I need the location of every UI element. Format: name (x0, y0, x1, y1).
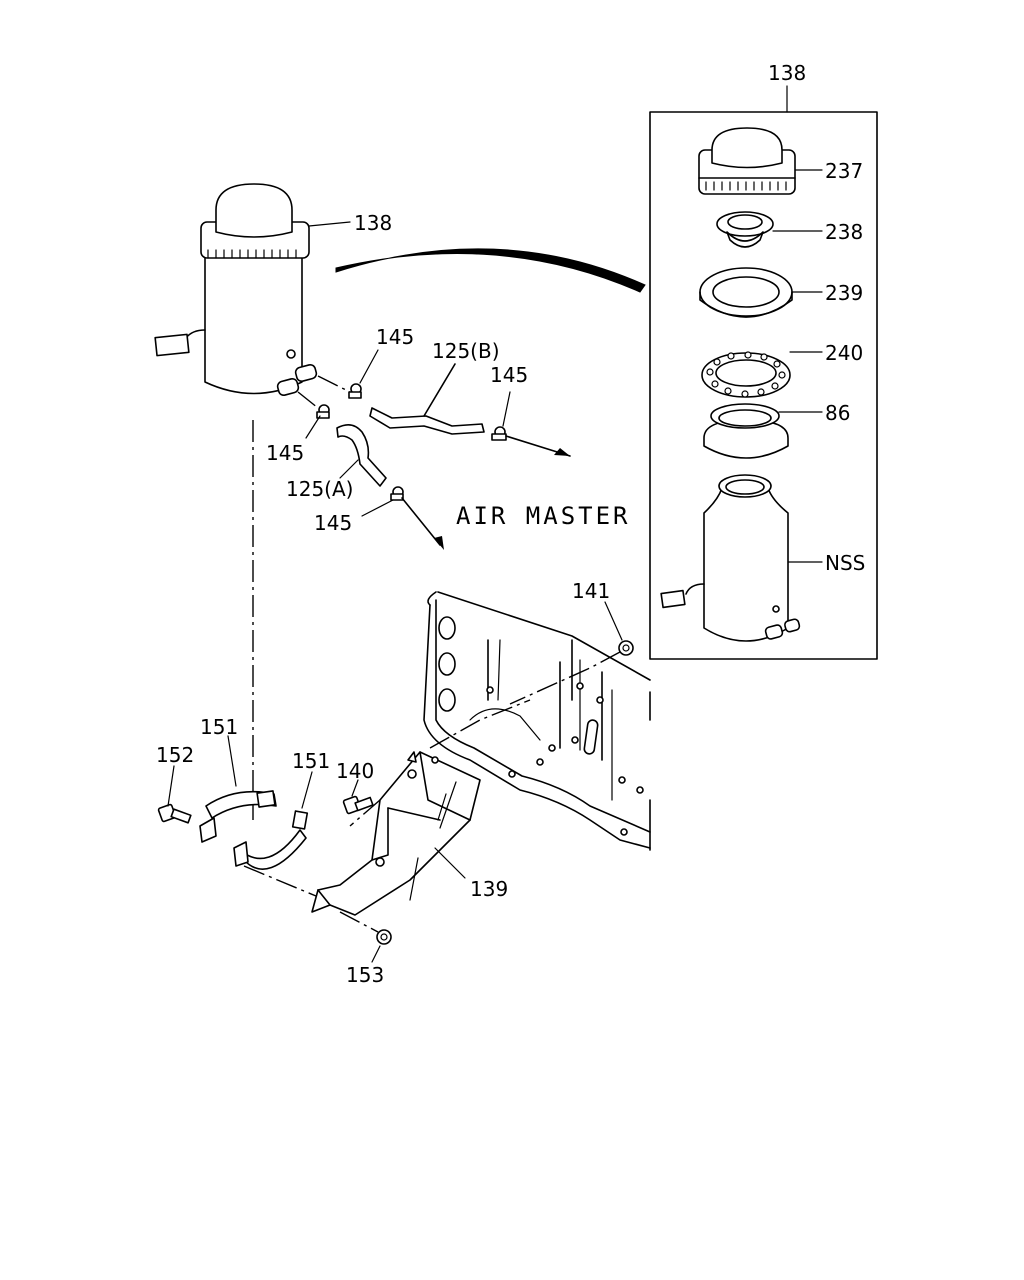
label-bolt-left: 152 (156, 743, 194, 767)
label-clip-left: 145 (266, 441, 304, 465)
tank-part (154, 183, 351, 397)
bracket-139 (311, 699, 531, 916)
label-bracket: 139 (470, 877, 508, 901)
detail-ring-part (699, 267, 823, 318)
bolt-140 (342, 779, 374, 815)
vehicle-frame (423, 591, 651, 851)
label-band-right: 151 (292, 749, 330, 773)
label-nut-bottom: 153 (346, 963, 384, 987)
label-detail-collar: 86 (825, 401, 850, 425)
bolt-152 (157, 765, 192, 824)
label-detail-ring: 239 (825, 281, 863, 305)
label-detail-seal: 238 (825, 220, 863, 244)
nut-141 (509, 601, 634, 705)
label-air-master: AIR MASTER (456, 502, 631, 530)
label-tank: 138 (354, 211, 392, 235)
label-detail-cap: 237 (825, 159, 863, 183)
detail-seal-part (716, 211, 823, 248)
label-band-left: 151 (200, 715, 238, 739)
label-hose-a: 125(A) (286, 477, 353, 501)
clip-145-right (491, 391, 571, 457)
band-151-lower (233, 771, 317, 897)
nut-153 (339, 911, 392, 963)
label-clip-top: 145 (376, 325, 414, 349)
hose-assembly (297, 349, 571, 550)
detail-body-part (660, 474, 823, 642)
label-bolt-bracket: 140 (336, 759, 374, 783)
label-clip-bottom: 145 (314, 511, 352, 535)
clip-145-left (305, 404, 330, 439)
detail-box (649, 85, 878, 660)
label-detail-box: 138 (768, 61, 806, 85)
label-detail-gasket: 240 (825, 341, 863, 365)
detail-link-curve (335, 248, 646, 293)
band-151-upper (199, 735, 277, 843)
label-detail-body: NSS (825, 551, 865, 575)
detail-collar-part (703, 403, 823, 459)
hose-125a (336, 424, 387, 487)
label-clip-right: 145 (490, 363, 528, 387)
detail-gasket-part (701, 351, 823, 398)
hose-125b (369, 363, 485, 435)
detail-cap-part (698, 127, 823, 195)
label-hose-b: 125(B) (432, 339, 500, 363)
label-nut-frame: 141 (572, 579, 610, 603)
clip-145-bottom (361, 486, 444, 550)
clip-145-top (348, 349, 379, 399)
